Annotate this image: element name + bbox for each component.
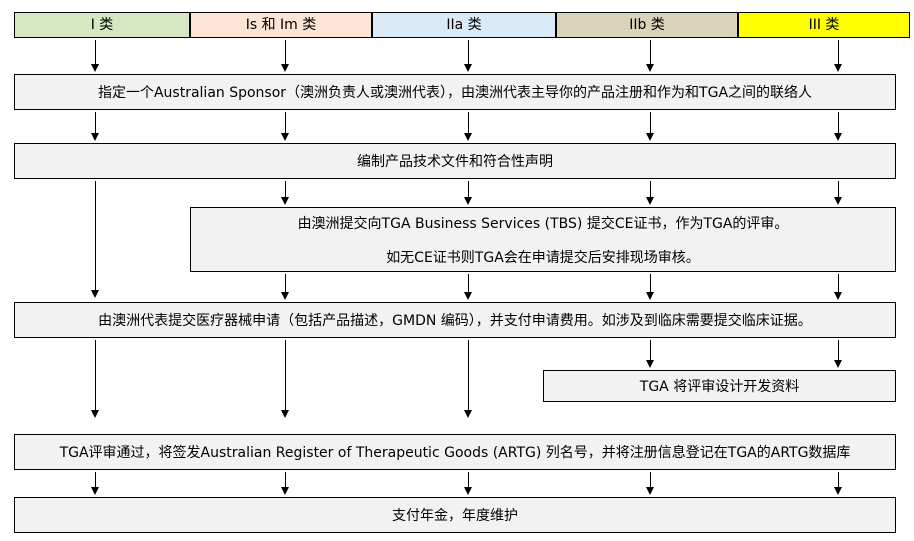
step-artg-listing-text: TGA评审通过，将签发Australian Register of Therap… [59, 445, 851, 461]
arrow-down-icon [281, 472, 289, 495]
arrow-down-icon [646, 340, 654, 368]
category-header-class-iia: IIa 类 [372, 12, 556, 38]
arrow-down-icon [834, 181, 842, 205]
arrow-down-icon [281, 181, 289, 205]
arrow-down-icon [464, 472, 472, 495]
arrow-down-icon [834, 40, 842, 72]
arrow-down-icon [646, 181, 654, 205]
arrow-down-icon [281, 340, 289, 418]
arrow-down-icon [91, 472, 99, 495]
category-label: III 类 [808, 17, 840, 33]
arrow-down-icon [281, 112, 289, 141]
arrow-down-icon [464, 340, 472, 418]
step-technical-file-text: 编制产品技术文件和符合性声明 [357, 154, 553, 170]
step-design-review-text: TGA 将评审设计开发资料 [639, 379, 800, 395]
arrow-down-icon [91, 112, 99, 141]
arrow-down-icon [91, 340, 99, 418]
step-technical-file: 编制产品技术文件和符合性声明 [14, 143, 896, 179]
arrow-down-icon [646, 472, 654, 495]
category-label: I 类 [90, 17, 114, 33]
step-ce-submission-line1: 由澳洲提交向TGA Business Services (TBS) 提交CE证书… [297, 215, 789, 232]
arrow-down-icon [646, 40, 654, 72]
step-device-application-text: 由澳洲代表提交医疗器械申请（包括产品描述，GMDN 编码），并支付申请费用。如涉… [98, 313, 812, 329]
arrow-down-icon [464, 40, 472, 72]
step-annual-fee-text: 支付年金，年度维护 [392, 508, 518, 524]
category-header-class-is-im: Is 和 Im 类 [190, 12, 372, 38]
arrow-down-icon [281, 40, 289, 72]
step-artg-listing: TGA评审通过，将签发Australian Register of Therap… [14, 434, 896, 470]
step-annual-fee: 支付年金，年度维护 [14, 497, 896, 533]
arrow-down-icon [646, 112, 654, 141]
arrow-down-icon [834, 340, 842, 368]
category-label: IIa 类 [446, 17, 482, 33]
class-i-bypass-arrow [91, 181, 99, 298]
category-label: IIb 类 [629, 17, 665, 33]
arrow-down-icon [834, 274, 842, 300]
arrow-down-icon [834, 472, 842, 495]
category-header-class-iii: III 类 [738, 12, 910, 38]
category-header-class-i: I 类 [14, 12, 190, 38]
step-design-review: TGA 将评审设计开发资料 [543, 370, 896, 402]
arrow-down-icon [464, 181, 472, 205]
step-appoint-sponsor-text: 指定一个Australian Sponsor（澳洲负责人或澳洲代表），由澳洲代表… [97, 85, 813, 101]
arrow-down-icon [834, 112, 842, 141]
step-appoint-sponsor: 指定一个Australian Sponsor（澳洲负责人或澳洲代表），由澳洲代表… [14, 74, 896, 110]
category-header-class-iib: IIb 类 [556, 12, 738, 38]
arrow-down-icon [464, 274, 472, 300]
arrow-down-icon [646, 274, 654, 300]
step-ce-submission-line2: 如无CE证书则TGA会在申请提交后安排现场审核。 [386, 249, 700, 266]
step-device-application: 由澳洲代表提交医疗器械申请（包括产品描述，GMDN 编码），并支付申请费用。如涉… [14, 302, 896, 338]
arrow-down-icon [281, 274, 289, 300]
category-label: Is 和 Im 类 [245, 17, 317, 33]
arrow-down-icon [91, 40, 99, 72]
arrow-down-icon [464, 112, 472, 141]
step-ce-submission: 由澳洲提交向TGA Business Services (TBS) 提交CE证书… [190, 207, 896, 272]
